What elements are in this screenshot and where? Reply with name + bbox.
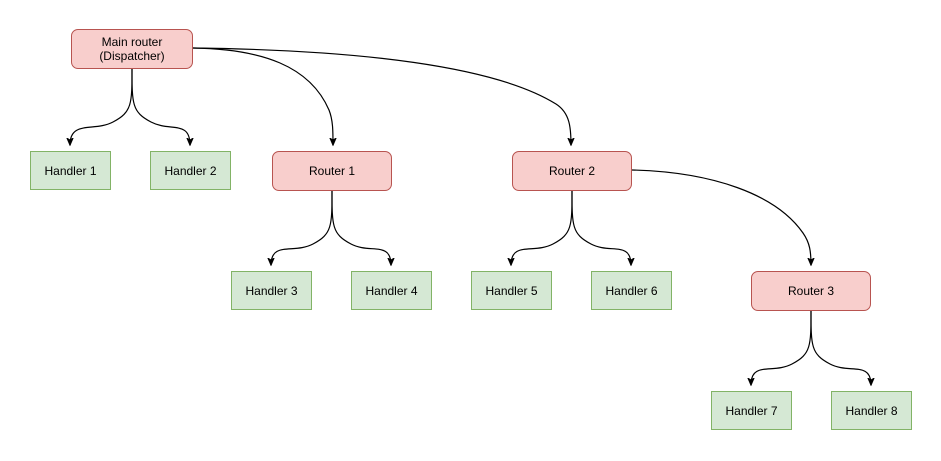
node-handler-3[interactable]: Handler 3	[231, 271, 312, 310]
edge-router3-to-handler7	[751, 310, 812, 385]
node-label: Handler 3	[245, 283, 298, 298]
edge-router3-to-handler8	[810, 310, 871, 385]
node-label: Handler 5	[485, 283, 538, 298]
node-label: Main router (Dispatcher)	[99, 35, 165, 63]
node-handler-4[interactable]: Handler 4	[351, 271, 432, 310]
node-label: Router 2	[548, 164, 596, 178]
edge-router2-to-router3	[631, 169, 811, 265]
node-router-3[interactable]: Router 3	[751, 271, 871, 311]
node-router-1[interactable]: Router 1	[272, 151, 392, 191]
node-label: Handler 7	[725, 403, 778, 418]
node-label: Handler 8	[845, 403, 898, 418]
edge-router1-to-handler3	[271, 190, 333, 265]
edge-main-to-handler2	[131, 68, 190, 145]
node-handler-8[interactable]: Handler 8	[831, 391, 912, 430]
edge-router1-to-handler4	[331, 190, 391, 265]
edge-main-to-router1	[192, 47, 333, 145]
node-handler-7[interactable]: Handler 7	[711, 391, 792, 430]
node-label: Router 1	[308, 164, 356, 178]
node-handler-2[interactable]: Handler 2	[150, 151, 231, 190]
edge-main-to-handler1	[70, 68, 133, 145]
node-main-router[interactable]: Main router (Dispatcher)	[71, 29, 193, 69]
node-handler-1[interactable]: Handler 1	[30, 151, 111, 190]
node-label: Handler 6	[605, 283, 658, 298]
edge-router2-to-handler6	[571, 190, 631, 265]
node-label: Handler 1	[44, 163, 97, 178]
node-label: Router 3	[787, 284, 835, 298]
node-label: Handler 2	[164, 163, 217, 178]
node-label: Handler 4	[365, 283, 418, 298]
node-handler-6[interactable]: Handler 6	[591, 271, 672, 310]
edge-main-to-router2	[192, 47, 571, 145]
node-handler-5[interactable]: Handler 5	[471, 271, 552, 310]
node-router-2[interactable]: Router 2	[512, 151, 632, 191]
edge-router2-to-handler5	[511, 190, 573, 265]
